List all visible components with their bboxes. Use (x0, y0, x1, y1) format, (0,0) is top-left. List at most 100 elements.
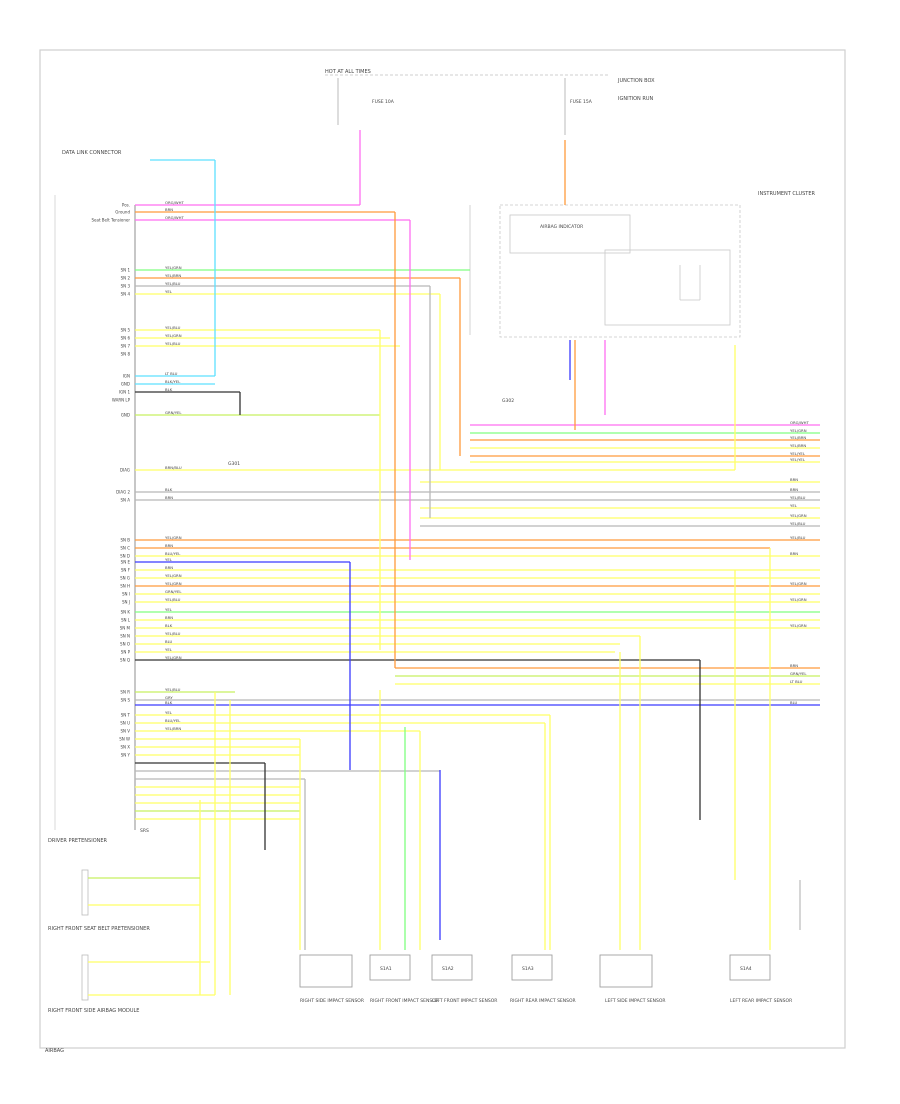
wire-color-label: ORG/WHT (165, 200, 184, 205)
sensor-box-left-front (431, 954, 473, 981)
right-wire-label: GRN/YEL (790, 671, 807, 676)
wire-color-label: YEL (165, 289, 173, 294)
wire-label-group: ORG/WHT BRN ORG/WHT YEL/GRN YEL/BRN YEL/BLU YE… (165, 200, 184, 731)
module-pin-label: SN 2 (121, 276, 131, 281)
right-pretensioner-label: RIGHT FRONT SEAT BELT PRETENSIONER (48, 926, 150, 932)
module-pin-label: SN V (120, 729, 130, 734)
right-wire-label: LT BLU (790, 679, 803, 684)
wire-color-label: YEL/BRN (165, 273, 181, 278)
wire-color-label: YEL (165, 607, 173, 612)
component-title-left-side: LEFT SIDE IMPACT SENSOR (605, 998, 666, 1004)
wire-color-label: BLU/YEL (165, 551, 181, 556)
module-pin-label: SN A (120, 498, 130, 503)
sensor-box-left-rear (729, 954, 771, 981)
module-pin-label: SN I (122, 592, 130, 597)
hot-at-all-times-label: HOT AT ALL TIMES (325, 69, 371, 75)
wire-color-label: BLK/YEL (165, 379, 181, 384)
right-wire-label: BRN (790, 487, 798, 492)
wire-color-label: YEL (165, 557, 173, 562)
right-wire-label: BRN (790, 477, 798, 482)
module-pin-label: SN L (121, 618, 131, 623)
sensor-box-right-rear (511, 954, 553, 981)
wire-color-label: BLU/YEL (165, 718, 181, 723)
module-pin-label: SN O (120, 642, 130, 647)
instrument-cluster-label: INSTRUMENT CLUSTER (758, 191, 816, 197)
module-pin-label: SN 8 (121, 352, 131, 357)
component-title-right-side: RIGHT SIDE IMPACT SENSOR (300, 998, 364, 1004)
module-pin-label: WARN LP (112, 398, 131, 403)
sensor-box-label-rr: S1A3 (522, 966, 534, 972)
wire-color-label: GRN/YEL (165, 410, 182, 415)
module-pin-label: SN 5 (121, 328, 131, 333)
right-wire-label: YEL/BLU (790, 495, 806, 500)
right-wire-label: YEL/GRN (790, 581, 807, 586)
ignition-label: IGNITION RUN (618, 96, 653, 102)
module-pin-label: SN G (120, 576, 130, 581)
module-header-pin-label: Ground (115, 210, 130, 215)
right-wire-label: ORG/WHT (790, 420, 809, 425)
footer-left-label: AIRBAG (45, 1048, 64, 1054)
wire-color-label: YEL/BLU (165, 631, 181, 636)
module-header-pin-label: Seat Belt Tensioner (92, 218, 131, 223)
instrument-cluster-box (499, 204, 741, 338)
module-pin-label: SN 1 (121, 268, 131, 273)
module-pin-label: SN W (119, 737, 130, 742)
module-pin-label: IGN 1 (119, 390, 131, 395)
wire-color-label: YEL/BLU (165, 597, 181, 602)
ground-left-label: G301 (228, 461, 240, 467)
wire-color-label: BRN (165, 615, 173, 620)
module-pin-label: SN H (120, 584, 130, 589)
sensor-box-right-side (299, 954, 353, 988)
module-pin-label: SN B (120, 538, 130, 543)
module-pin-label: SN T (121, 713, 131, 718)
wire-color-label: GRY (165, 695, 173, 700)
sensor-box-right-front (369, 954, 411, 981)
module-pin-label: SN R (120, 690, 130, 695)
fuse-left-label: FUSE 10A (372, 99, 395, 105)
wire-color-label: GRN/YEL (165, 589, 182, 594)
wire-color-label: YEL/BLU (165, 341, 181, 346)
right-wire-label: YEL/GRN (790, 597, 807, 602)
right-wire-label: YEL/BLU (790, 535, 806, 540)
module-pin-label-group: SN 1SN 2SN 3SN 4SN 5SN 6SN 7SN 8IGNGNDIG… (92, 203, 131, 758)
driver-pretensioner-label: DRIVER PRETENSIONER (48, 838, 108, 844)
module-pin-label: SN N (120, 634, 130, 639)
right-label-group: ORG/WHTYEL/GRNYEL/BRNYEL/BRNYEL/YELYEL/Y… (790, 420, 809, 705)
right-wire-label: YEL/GRN (790, 623, 807, 628)
wire-color-label: YEL (165, 647, 173, 652)
sensor-box-left-side (599, 954, 653, 988)
wire-color-label: YEL/BLU (165, 325, 181, 330)
diagram-frame (39, 49, 846, 1049)
wire-color-label: BLU (165, 639, 173, 644)
wire-color-label: BRN (165, 495, 173, 500)
module-pin-label: SN Y (121, 753, 131, 758)
module-pin-label: SN M (120, 626, 131, 631)
module-pin-label: SN 4 (121, 292, 131, 297)
module-pin-label: SN D (120, 554, 130, 559)
right-wire-label: YEL/GRN (790, 513, 807, 518)
fuse-right-label: FUSE 15A (570, 99, 593, 105)
module-ref-label: SRS (140, 828, 149, 834)
module-pin-label: IGN (123, 374, 130, 379)
right-wire-label: YEL/GRN (790, 428, 807, 433)
module-pin-label: DIAG 2 (116, 490, 130, 495)
ground-mid-label: G302 (502, 398, 514, 404)
wire-color-label: YEL/GRN (165, 333, 182, 338)
module-pin-label: SN J (122, 600, 130, 605)
wire-color-label: BLK (165, 487, 173, 492)
right-wire-label: YEL (790, 503, 798, 508)
wire-color-label: ORG/WHT (165, 215, 184, 220)
module-pin-label: SN E (121, 560, 131, 565)
driver-pretensioner-body (81, 869, 89, 916)
wire-color-label: YEL/GRN (165, 265, 182, 270)
right-wire-label: YEL/BRN (790, 443, 806, 448)
module-pin-label: SN X (120, 745, 130, 750)
module-header-pin-label: Pos. (122, 203, 130, 208)
right-wire-label: BRN (790, 663, 798, 668)
wire-color-label: BRN (165, 543, 173, 548)
right-wire-label: YEL/BLU (790, 521, 806, 526)
module-pin-label: SN 3 (121, 284, 131, 289)
wire-color-label: YEL/GRN (165, 535, 182, 540)
module-pin-label: SN Q (120, 658, 130, 663)
